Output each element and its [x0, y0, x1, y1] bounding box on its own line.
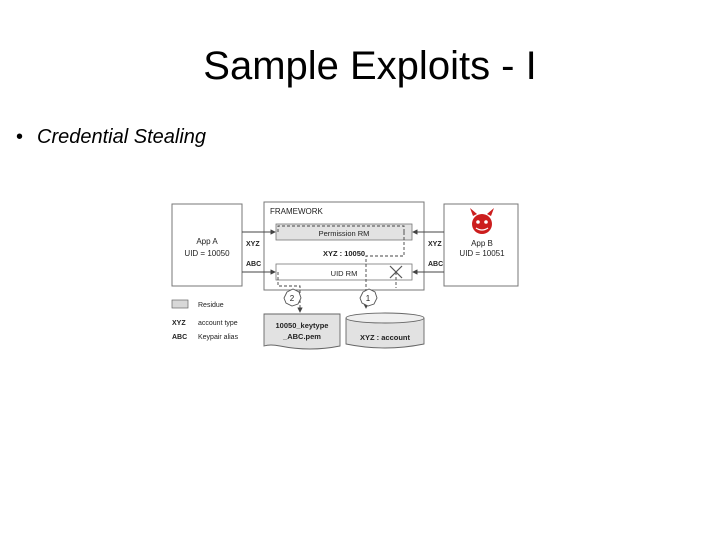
bullet-dot-icon: •: [16, 126, 24, 148]
step-1-label: 1: [366, 294, 371, 303]
database-label: XYZ : account: [360, 333, 411, 342]
right-abc-label: ABC: [428, 261, 443, 268]
xyz-owner-label: XYZ : 10050: [323, 249, 365, 258]
left-xyz-label: XYZ: [246, 241, 260, 248]
slide-title: Sample Exploits - I: [203, 44, 537, 88]
step-1-marker: 1: [359, 288, 378, 307]
diagram-svg: App A UID = 10050 FRAMEWORK Permission R…: [171, 201, 519, 350]
app-b-name: App B: [471, 239, 493, 248]
uid-rm-label: UID RM: [331, 269, 358, 278]
dashed-flow-lines: [277, 225, 405, 313]
app-b-uid: UID = 10051: [459, 249, 505, 258]
keyfile-line2: _ABC.pem: [282, 332, 321, 341]
bullet-item: • Credential Stealing: [16, 126, 206, 149]
residue-swatch: [171, 299, 189, 309]
app-a-box: App A UID = 10050: [171, 203, 243, 287]
bullet-text: Credential Stealing: [37, 126, 207, 148]
permission-rm-label: Permission RM: [319, 229, 370, 238]
app-b-box: App B UID = 10051: [443, 203, 519, 287]
left-abc-label: ABC: [246, 261, 261, 268]
right-xyz-label: XYZ: [428, 241, 442, 248]
legend-keypair-alias: Keypair alias: [198, 334, 239, 341]
legend-residue: Residue: [198, 302, 224, 309]
account-database-icon: XYZ : account: [345, 312, 425, 349]
exploit-diagram: App A UID = 10050 FRAMEWORK Permission R…: [160, 196, 530, 356]
keyfile-line1: 10050_keytype: [276, 321, 329, 330]
framework-box: FRAMEWORK Permission RM XYZ : 10050 UID …: [263, 201, 425, 291]
legend-key-abc: ABC: [172, 334, 187, 341]
keyfile-document: 10050_keytype _ABC.pem: [263, 313, 341, 350]
devil-icon: [470, 208, 494, 234]
app-a-uid: UID = 10050: [184, 249, 230, 258]
legend-account-type: account type: [198, 320, 238, 327]
legend-key-xyz: XYZ: [172, 320, 186, 327]
legend: Residue XYZ account type ABC Keypair ali…: [171, 299, 239, 341]
app-a-name: App A: [196, 237, 218, 246]
uid-rm-box: [275, 263, 413, 281]
permission-rm-box: [275, 223, 413, 241]
framework-label: FRAMEWORK: [270, 207, 324, 216]
step-2-marker: 2: [283, 288, 302, 307]
step-2-label: 2: [290, 294, 295, 303]
